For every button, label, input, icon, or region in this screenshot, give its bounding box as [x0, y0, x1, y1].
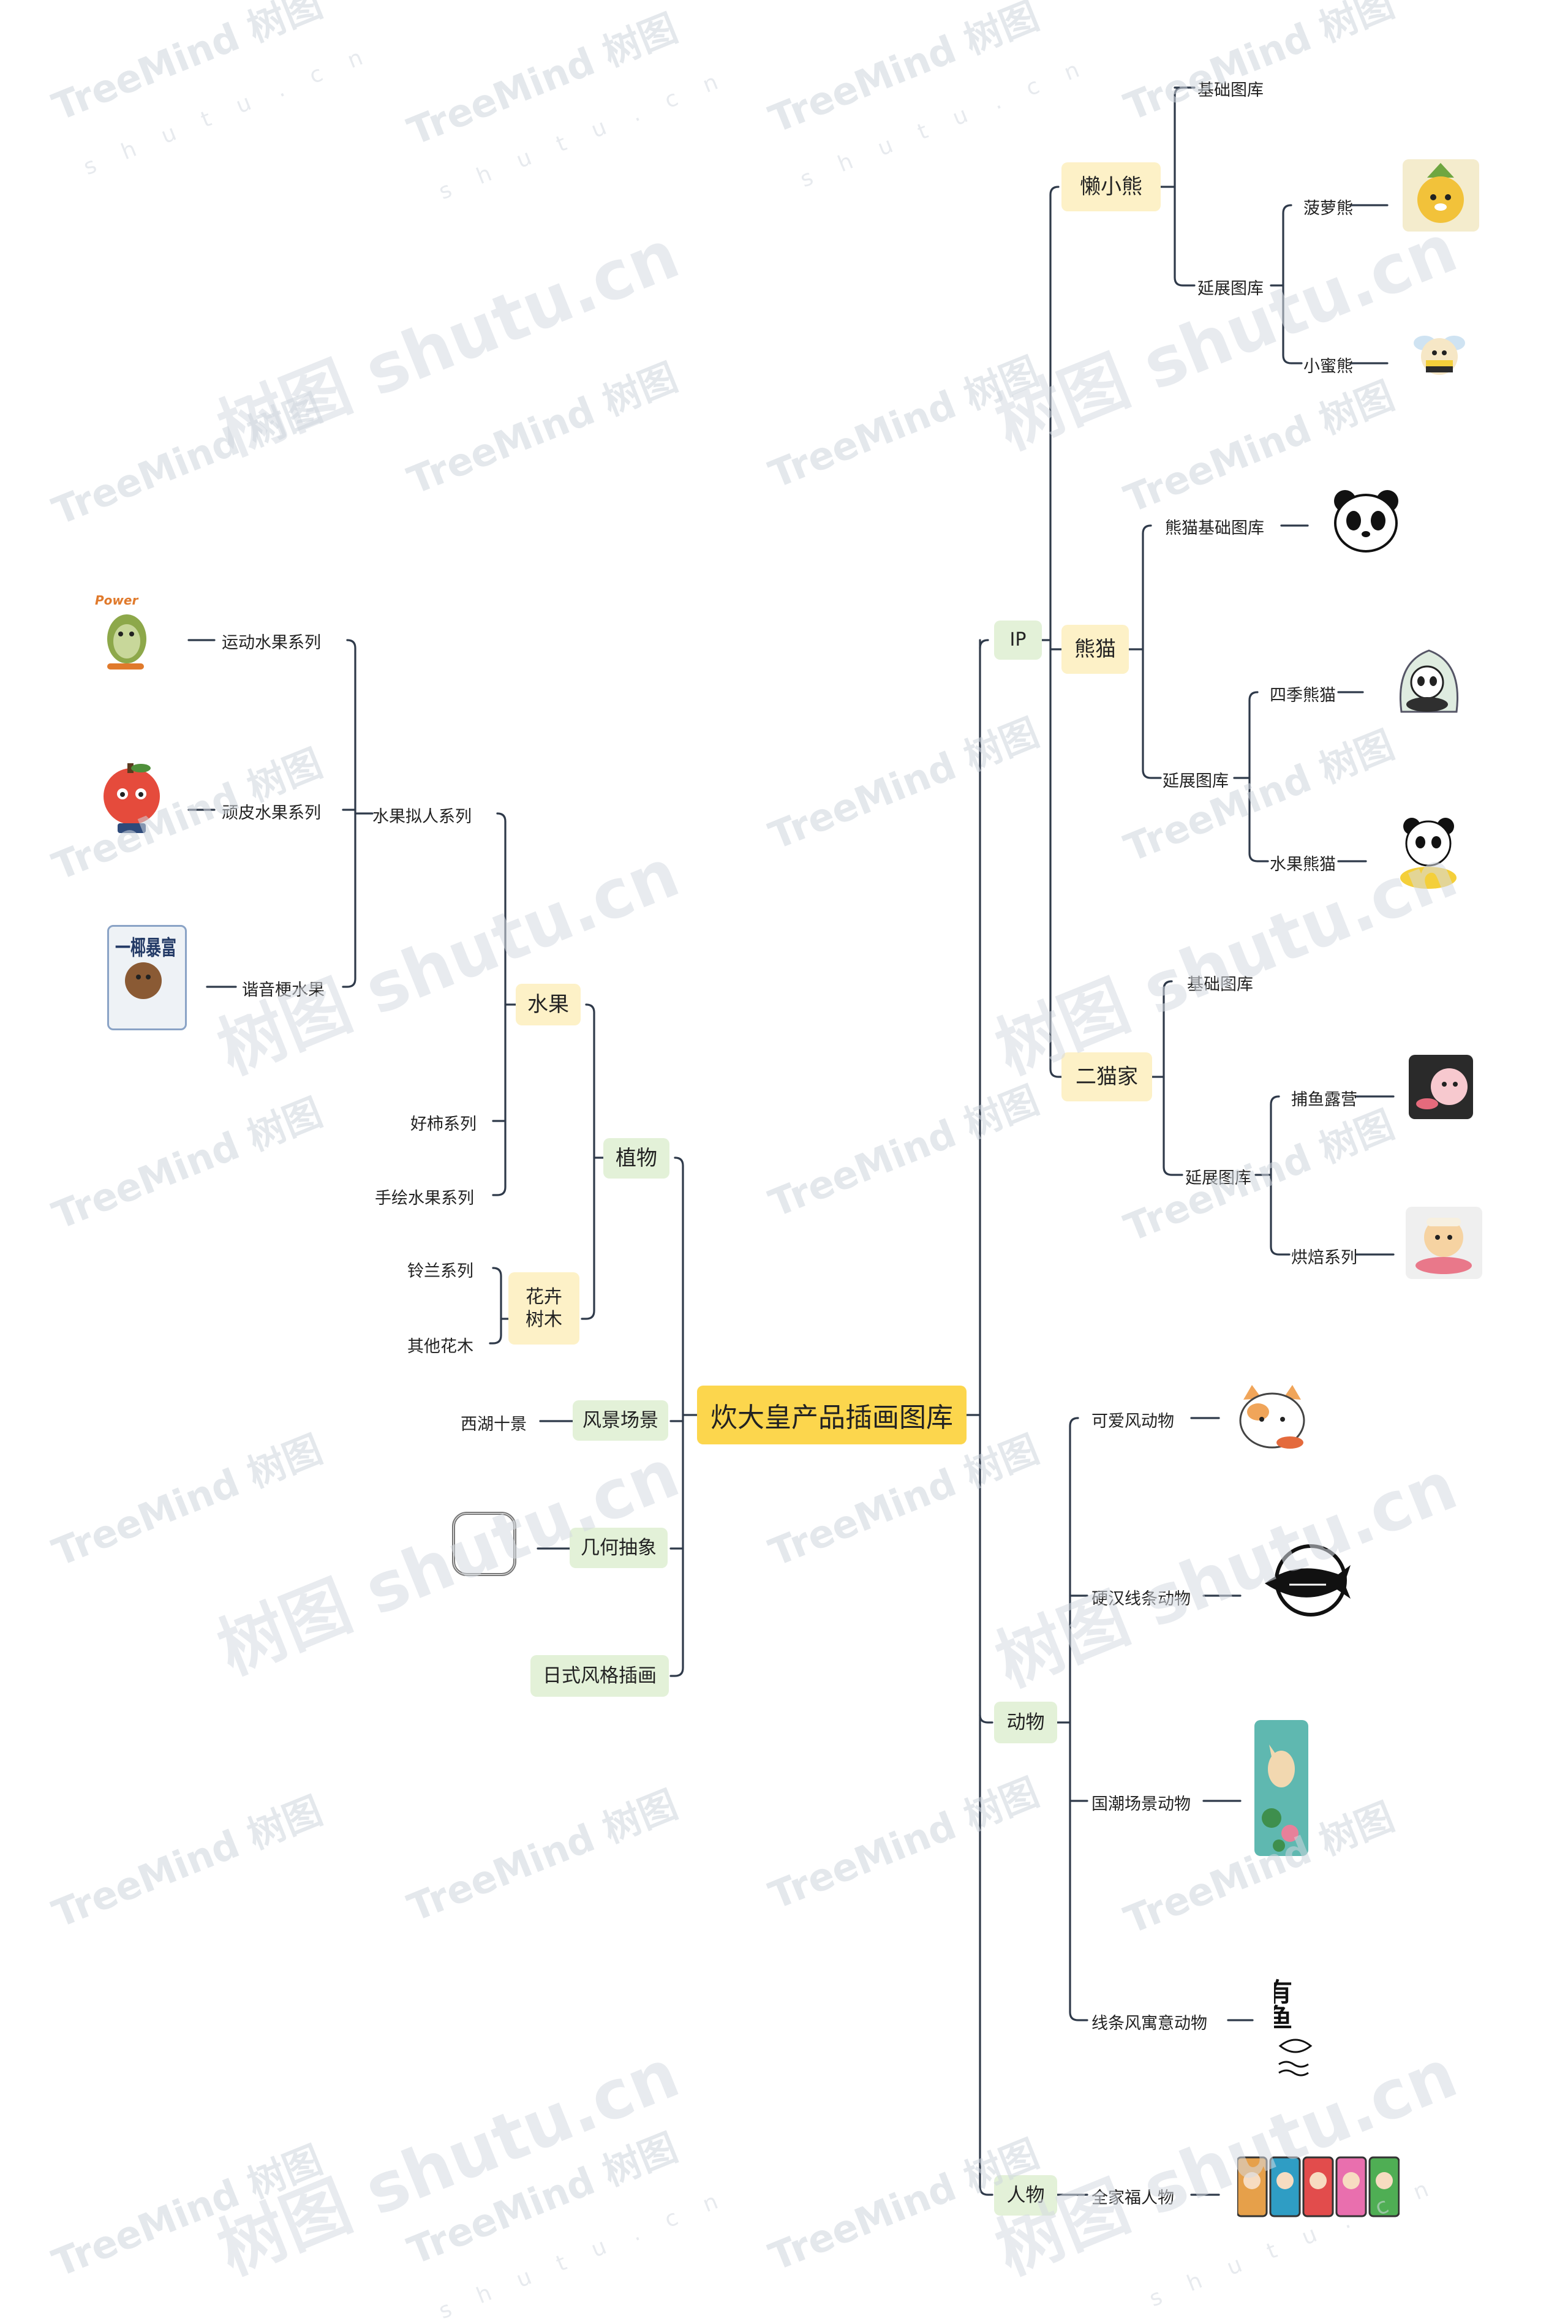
- naughty-fruit-illustration: [92, 760, 172, 836]
- baking-illustration: [1406, 1207, 1482, 1279]
- pun-fruit-illustration: 一椰暴富: [107, 925, 187, 1030]
- fishing-illustration: [1409, 1055, 1473, 1119]
- svg-text:一椰暴富: 一椰暴富: [115, 936, 176, 960]
- node-line-animals[interactable]: 线条风寓意动物: [1091, 2014, 1207, 2033]
- node-panda-ext[interactable]: 延展图库: [1163, 772, 1229, 791]
- node-persimmon[interactable]: 好柿系列: [410, 1115, 477, 1134]
- pineapple-bear-illustration: [1403, 159, 1479, 232]
- honey-bear-illustration: [1409, 325, 1470, 386]
- node-fruit[interactable]: 水果: [516, 984, 581, 1025]
- node-two-cats[interactable]: 二猫家: [1061, 1052, 1152, 1101]
- node-naughty-fruit[interactable]: 顽皮水果系列: [222, 804, 321, 823]
- svg-text:有鱼: 有鱼: [1274, 1979, 1293, 2030]
- geometric-illustration: [452, 1512, 516, 1576]
- family-illustration: [1236, 2156, 1400, 2217]
- node-animals[interactable]: 动物: [994, 1702, 1057, 1743]
- node-honey-bear[interactable]: 小蜜熊: [1303, 357, 1353, 376]
- node-pun-fruit[interactable]: 谐音梗水果: [242, 981, 325, 1000]
- node-lily[interactable]: 铃兰系列: [407, 1262, 473, 1281]
- node-cats-base[interactable]: 基础图库: [1187, 975, 1253, 994]
- node-fruit-person[interactable]: 水果拟人系列: [372, 807, 472, 826]
- cute-animal-illustration: [1231, 1381, 1314, 1458]
- line-animal-illustration: 有鱼: [1263, 1948, 1317, 2083]
- panda-base-illustration: [1328, 484, 1404, 557]
- tough-animal-illustration: [1253, 1541, 1357, 1620]
- season-panda-illustration: [1389, 644, 1469, 718]
- node-panda[interactable]: 熊猫: [1061, 625, 1129, 674]
- node-season-panda[interactable]: 四季熊猫: [1270, 686, 1336, 705]
- root-topic[interactable]: 炊大皇产品插画图库: [697, 1386, 967, 1444]
- node-pineapple-bear[interactable]: 菠萝熊: [1303, 199, 1353, 218]
- node-sport-fruit[interactable]: 运动水果系列: [222, 633, 321, 652]
- node-bear-base[interactable]: 基础图库: [1197, 81, 1264, 100]
- node-fishing[interactable]: 捕鱼露营: [1291, 1090, 1357, 1109]
- node-west-lake[interactable]: 西湖十景: [461, 1415, 527, 1434]
- node-geometric[interactable]: 几何抽象: [570, 1528, 668, 1568]
- node-flowers[interactable]: 花卉 树木: [508, 1272, 579, 1345]
- node-scenery[interactable]: 风景场景: [573, 1400, 668, 1441]
- node-baking[interactable]: 烘焙系列: [1291, 1248, 1357, 1267]
- node-plants[interactable]: 植物: [603, 1138, 669, 1179]
- node-chic-animals[interactable]: 国潮场景动物: [1091, 1795, 1191, 1814]
- node-people[interactable]: 人物: [994, 2175, 1057, 2216]
- node-handdrawn-fruit[interactable]: 手绘水果系列: [375, 1189, 474, 1208]
- node-japanese[interactable]: 日式风格插画: [530, 1655, 669, 1697]
- node-bear-ext[interactable]: 延展图库: [1197, 279, 1264, 298]
- node-family-people[interactable]: 全家福人物: [1091, 2189, 1174, 2208]
- chic-animal-illustration: [1254, 1720, 1308, 1856]
- node-cats-ext[interactable]: 延展图库: [1185, 1169, 1251, 1188]
- node-cute-animals[interactable]: 可爱风动物: [1091, 1412, 1174, 1431]
- fruit-panda-illustration: [1387, 812, 1470, 891]
- sport-fruit-illustration: Power: [89, 591, 187, 674]
- node-panda-base[interactable]: 熊猫基础图库: [1165, 519, 1264, 538]
- node-tough-animals[interactable]: 硬汉线条动物: [1091, 1590, 1191, 1609]
- node-ip[interactable]: IP: [994, 621, 1042, 660]
- node-lazy-bear[interactable]: 懒小熊: [1061, 162, 1161, 211]
- node-other-flowers[interactable]: 其他花木: [407, 1337, 473, 1356]
- svg-text:Power: Power: [95, 593, 138, 608]
- node-fruit-panda[interactable]: 水果熊猫: [1270, 855, 1336, 874]
